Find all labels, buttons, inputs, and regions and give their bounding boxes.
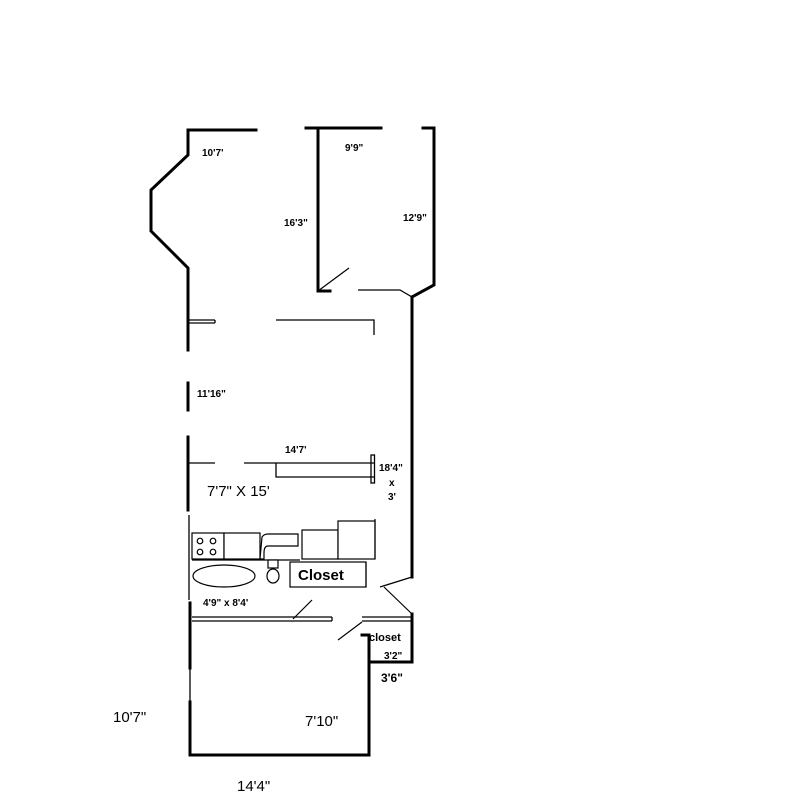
doors [292, 267, 413, 641]
burner-icon [196, 537, 204, 545]
label-bedroom2-depth: 16'3" [284, 218, 308, 229]
label-side-x: x [389, 478, 395, 489]
closet-box [289, 561, 367, 588]
counter [223, 532, 261, 560]
label-side-dim2: 3' [388, 492, 396, 503]
label-room-depth: 10'7" [113, 709, 146, 726]
toilet-tank [267, 559, 279, 569]
bath-bottom-wall [192, 616, 333, 622]
labels: 10'7' 9'9" 16'3" 12'9" 11'16" 14'7' 18'4… [113, 143, 427, 795]
closet-notch-wall [367, 612, 414, 664]
bottom-room-wall [188, 633, 371, 757]
label-bedroom1-width: 10'7' [202, 148, 223, 159]
walls [149, 126, 436, 757]
label-closet: Closet [298, 567, 344, 584]
stove [191, 532, 225, 560]
bathtub [192, 564, 256, 588]
burner-icon [196, 548, 204, 556]
bedroom2-door-stop [358, 289, 413, 298]
living-partition [244, 462, 374, 478]
partitions [188, 289, 413, 702]
hall-stub-upper [189, 319, 216, 324]
label-bedroom2-side: 12'9" [403, 213, 427, 224]
label-small-closet-dim: 3'2" [384, 651, 403, 662]
burner-icon [209, 537, 217, 545]
label-small-closet: closet [369, 632, 401, 644]
label-bedroom2-width: 9'9" [345, 143, 364, 154]
label-side-dim: 18'4" [379, 463, 403, 474]
hall-partition-upper [276, 319, 375, 335]
entry-door-upper [379, 576, 413, 588]
closet-door [337, 621, 363, 641]
label-kitchen-size: 7'7" X 15' [207, 483, 270, 500]
bedroom2-left-wall [316, 126, 332, 293]
label-hall-width: 11'16" [197, 389, 226, 400]
label-bath-size: 4'9" x 8'4' [203, 598, 248, 609]
label-living-width: 14'7' [285, 445, 306, 456]
partition-post [370, 454, 376, 484]
bedroom1-bay-wall [149, 128, 258, 352]
kitchen-fixtures [191, 519, 376, 560]
bedroom2-right-wall [409, 126, 436, 300]
label-room-width: 7'10" [305, 713, 338, 730]
counter-right [301, 529, 339, 560]
refrigerator [337, 520, 376, 560]
label-overall-width: 14'4" [237, 778, 270, 795]
closet-top-wall [362, 616, 412, 622]
bedroom2-door [317, 267, 350, 292]
bath-door [292, 599, 313, 620]
burner-icon [209, 548, 217, 556]
entry-door-lower [383, 586, 413, 615]
toilet-bowl [266, 568, 280, 584]
label-notch-dim: 3'6" [381, 671, 403, 685]
bath-fixtures [192, 559, 367, 588]
sink [259, 533, 299, 560]
